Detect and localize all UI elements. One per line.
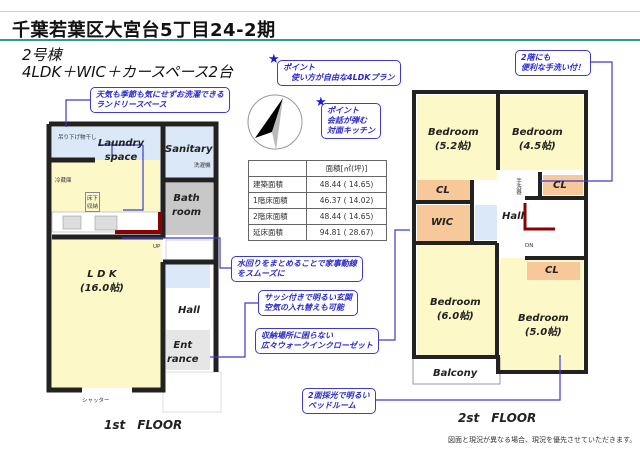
fridge-label: 冷蔵庫 bbox=[55, 178, 72, 184]
callout-bedroom: 2面採光で明るいベッドルーム bbox=[302, 388, 376, 414]
hall-label: Hall bbox=[502, 211, 524, 222]
callout-laundry: 天気も季節も気にせずお洗濯できるランドリースペース bbox=[90, 87, 230, 113]
up-label: UP bbox=[153, 244, 161, 250]
bedroom-4-5-label: Bedroom(4.5帖) bbox=[512, 127, 563, 152]
title-underline bbox=[0, 39, 640, 41]
hall-label: Hall bbox=[178, 305, 200, 316]
bedroom-5-0-label: Bedroom(5.0帖) bbox=[518, 313, 569, 338]
closet-label: CL bbox=[553, 180, 567, 191]
layout-summary: 4LDK＋WIC＋カースペース2台 bbox=[22, 63, 234, 81]
bedroom-6-0-label: Bedroom(6.0帖) bbox=[430, 297, 481, 322]
first-floor-label: 1st FLOOR bbox=[104, 418, 183, 432]
star-icon: ★ bbox=[268, 52, 280, 67]
closet-label: CL bbox=[545, 265, 559, 276]
compass-icon bbox=[247, 94, 303, 150]
handwash-label: 手洗器 bbox=[515, 178, 521, 195]
callout-plan: ポイント使い方が自由な4LDKプラン bbox=[277, 60, 401, 86]
area-header: 面積[㎡(坪)] bbox=[306, 160, 387, 177]
callout-water: 水回りをまとめることで家事動線をスムーズに bbox=[231, 256, 363, 282]
hanger-label: 吊り下げ物干し bbox=[58, 135, 97, 141]
building-number: 2号棟 bbox=[22, 46, 62, 64]
sanitary-label: Sanitary bbox=[165, 144, 213, 155]
washer-label: 洗濯機 bbox=[194, 163, 211, 169]
second-floor-plan bbox=[412, 90, 588, 385]
wic-label: WIC bbox=[431, 217, 454, 228]
balcony-label: Balcony bbox=[433, 368, 478, 379]
callout-kitchen: ポイント会話が弾む対面キッチン bbox=[321, 103, 381, 139]
ldk-label: L D K(16.0帖) bbox=[80, 269, 124, 294]
star-icon: ★ bbox=[315, 95, 327, 110]
disclaimer-note: 図面と現況が異なる場合、現況を優先させていただきます。 bbox=[448, 436, 637, 444]
shutter-label: シャッター bbox=[82, 398, 110, 404]
first-floor-plan bbox=[46, 121, 222, 413]
callout-connectors bbox=[65, 61, 613, 401]
second-floor-label: 2st FLOOR bbox=[458, 411, 537, 425]
callout-handwash: 2階にも便利な手洗い付！ bbox=[515, 50, 591, 76]
callout-wic: 収納場所に困らない広々ウォークインクローゼット bbox=[255, 328, 379, 354]
down-label: DN bbox=[525, 243, 534, 249]
page-title: 千葉若葉区大宮台5丁目24-2期 bbox=[12, 20, 276, 41]
callout-entrance: サッシ付きで明るい玄関空気の入れ替えも可能 bbox=[258, 290, 358, 316]
bedroom-5-2-label: Bedroom(5.2帖) bbox=[428, 127, 479, 152]
underfloor-storage: 床下収納 bbox=[85, 192, 101, 212]
closet-label: CL bbox=[436, 185, 450, 196]
top-rule bbox=[0, 11, 640, 12]
